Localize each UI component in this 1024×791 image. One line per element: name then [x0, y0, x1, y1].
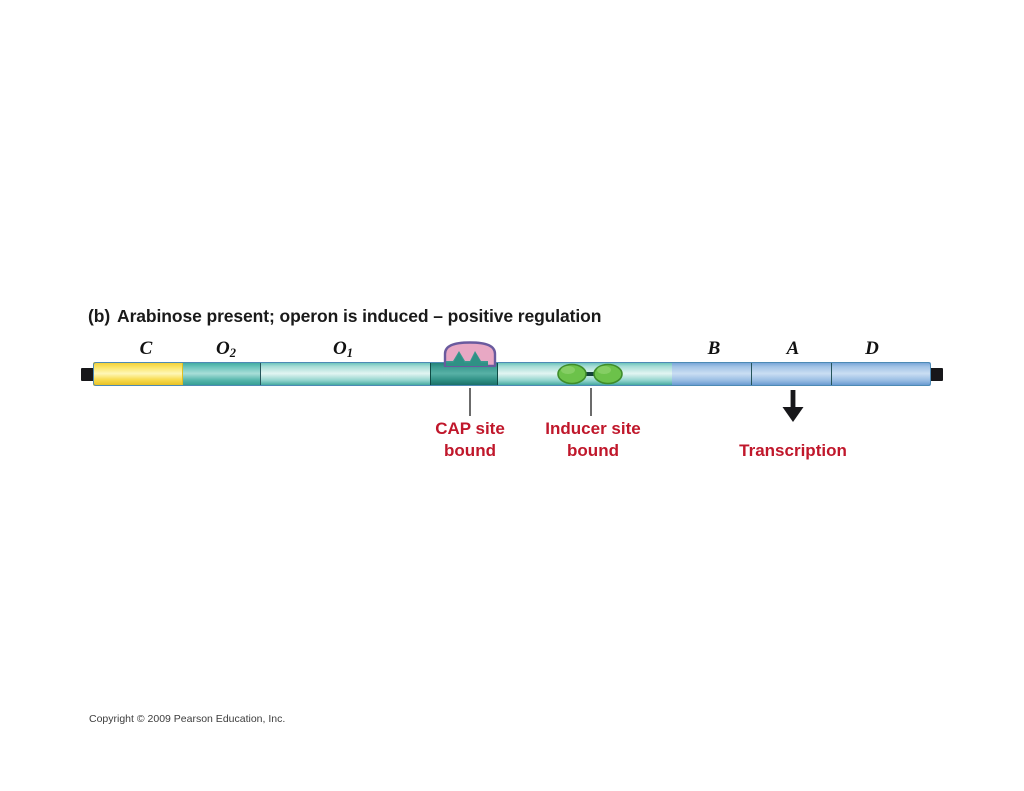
gene-label-o1: O1	[333, 338, 353, 360]
segment-b[interactable]	[672, 362, 752, 386]
cap-site-label: CAP site bound	[435, 418, 505, 463]
leader-line-inducer-site	[590, 388, 592, 416]
caption-text: Arabinose present; operon is induced – p…	[117, 306, 602, 326]
segment-a[interactable]	[752, 362, 832, 386]
cap-site-label-line1: CAP site	[435, 419, 505, 438]
copyright-notice: Copyright © 2009 Pearson Education, Inc.	[89, 713, 286, 725]
dna-operon-bar	[93, 362, 931, 386]
segment-c[interactable]	[93, 362, 183, 386]
inducer-site-label-line2: bound	[567, 441, 619, 461]
gene-label-o2: O2	[216, 338, 236, 360]
segment-o2[interactable]	[183, 362, 261, 386]
inducer-molecules-icon[interactable]	[555, 362, 625, 386]
segment-d[interactable]	[832, 362, 931, 386]
segment-o1[interactable]	[261, 362, 430, 386]
figure-caption: (b) Arabinose present; operon is induced …	[88, 306, 601, 327]
inducer-site-label: Inducer site bound	[545, 418, 640, 463]
inducer-site-label-line1: Inducer site	[545, 419, 641, 438]
transcription-label: Transcription	[739, 441, 847, 460]
gene-label-c: C	[139, 338, 153, 359]
cap-protein-icon[interactable]	[442, 341, 498, 368]
cap-site-label-line2: bound	[444, 441, 496, 461]
gene-label-d: D	[865, 338, 879, 359]
gene-label-b: B	[707, 338, 721, 359]
panel-tag: (b)	[88, 306, 111, 326]
leader-line-cap-site	[469, 388, 471, 416]
transcription-arrow-icon	[779, 390, 807, 422]
gene-label-a: A	[786, 338, 800, 359]
